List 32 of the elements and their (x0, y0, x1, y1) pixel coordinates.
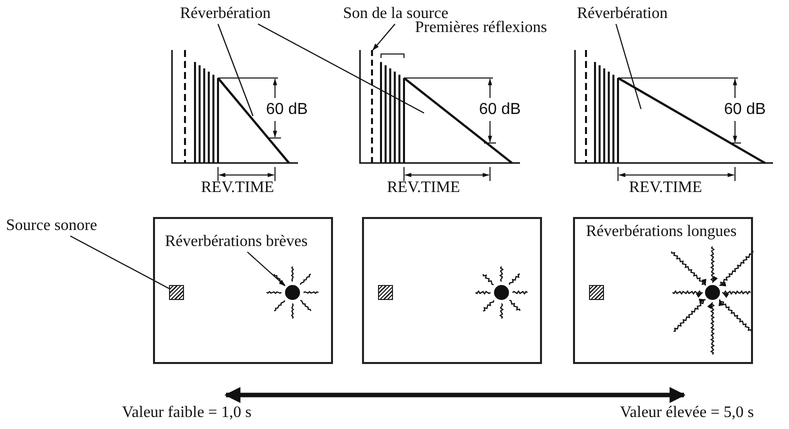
callout-label: Réverbération (577, 4, 668, 24)
sound-source-icon (169, 285, 184, 300)
callout-label: Réverbérations longues (586, 222, 737, 242)
leader-line (258, 24, 424, 114)
direct-sound-line (371, 50, 373, 163)
callout-label: Premières réflexions (415, 18, 547, 38)
listener-dot (494, 285, 509, 300)
callout-label: Réverbérations brèves (165, 232, 308, 252)
leader-line (372, 24, 396, 51)
callout-label: Réverbération (180, 4, 271, 24)
scale-label: Valeur faible = 1,0 s (122, 403, 252, 423)
scale-label: Valeur élevée = 5,0 s (620, 403, 754, 423)
reverb-decay-area (217, 77, 290, 164)
dimension-label: REV.TIME (387, 178, 460, 198)
leader-line (70, 236, 170, 289)
leader-line (615, 24, 642, 110)
dimension-label: 60 dB (266, 100, 308, 120)
leader-line (217, 24, 254, 116)
dimension-label: 60 dB (724, 100, 766, 120)
sound-source-icon (378, 285, 393, 300)
dimension-label: REV.TIME (629, 178, 702, 198)
listener-dot (705, 285, 720, 300)
dimension-label: 60 dB (479, 100, 521, 120)
room-box (362, 217, 542, 364)
reverb-decay-area (617, 77, 766, 164)
dimension-label: REV.TIME (201, 178, 274, 198)
room-box (573, 217, 753, 364)
leader-line (247, 252, 286, 286)
callout-label: Source sonore (6, 216, 98, 236)
listener-dot (285, 285, 300, 300)
sound-source-icon (589, 285, 604, 300)
room-box (153, 217, 333, 364)
